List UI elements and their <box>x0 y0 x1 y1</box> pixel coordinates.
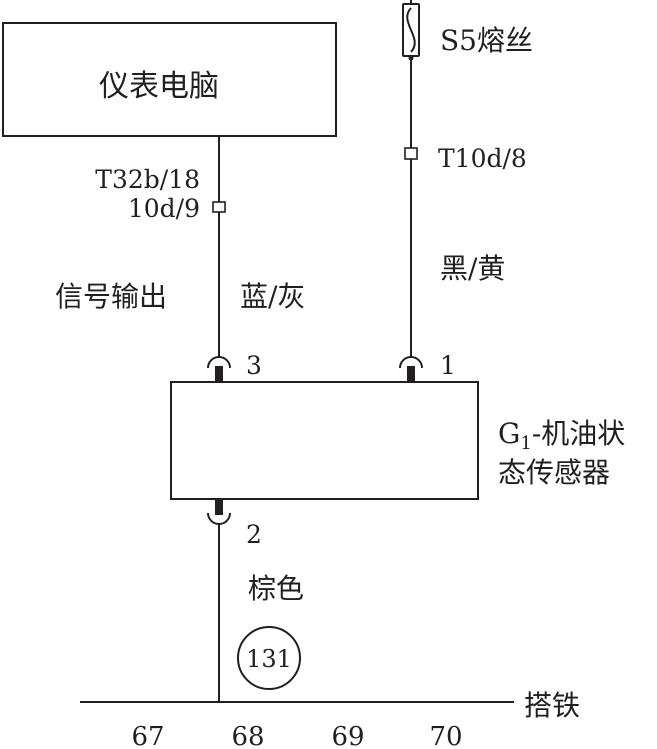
sensor-name-prefix: G <box>498 417 520 450</box>
grid-number: 68 <box>231 722 264 749</box>
fuse-element <box>406 7 416 53</box>
fuse-label: S5熔丝 <box>440 24 533 57</box>
ground-bus-label: 搭铁 <box>524 689 580 722</box>
grid-number: 70 <box>429 722 462 749</box>
grid-number: 69 <box>331 722 364 749</box>
pin-3-label: 3 <box>246 351 262 380</box>
pin-3-socket <box>207 356 231 369</box>
supply-wire-color-label: 黑/黄 <box>440 252 505 285</box>
pin-3-terminal <box>215 366 223 382</box>
left-connector-label-2: 10d/9 <box>128 194 200 223</box>
right-connector-label: T10d/8 <box>438 144 527 173</box>
left-connector-label-1: T32b/18 <box>95 165 200 194</box>
left-connector-terminal <box>212 201 226 213</box>
sensor-name-line1: G1-机油状 <box>498 417 625 454</box>
sensor-name-subscript: 1 <box>520 433 531 454</box>
pin-2-terminal <box>215 499 223 515</box>
sensor-name-rest: -机油状 <box>532 417 625 450</box>
pin-1-label: 1 <box>440 351 456 380</box>
instrument-computer-label: 仪表电脑 <box>99 69 219 104</box>
pin-1-socket <box>399 356 423 369</box>
grid-number: 67 <box>131 722 164 749</box>
ground-wire-color-label: 棕色 <box>248 572 304 605</box>
instrument-computer-box <box>2 22 337 137</box>
pin-2-socket <box>207 512 231 525</box>
pin-2-label: 2 <box>246 520 262 549</box>
signal-output-label: 信号输出 <box>55 280 167 313</box>
signal-wire-color-label: 蓝/灰 <box>240 280 305 313</box>
right-connector-terminal <box>404 147 418 160</box>
ground-point-131 <box>237 626 301 690</box>
sensor-name-line2: 态传感器 <box>498 456 610 489</box>
pin-1-terminal <box>407 366 415 382</box>
oil-status-sensor-box <box>170 381 479 500</box>
ground-point-label: 131 <box>246 645 292 673</box>
